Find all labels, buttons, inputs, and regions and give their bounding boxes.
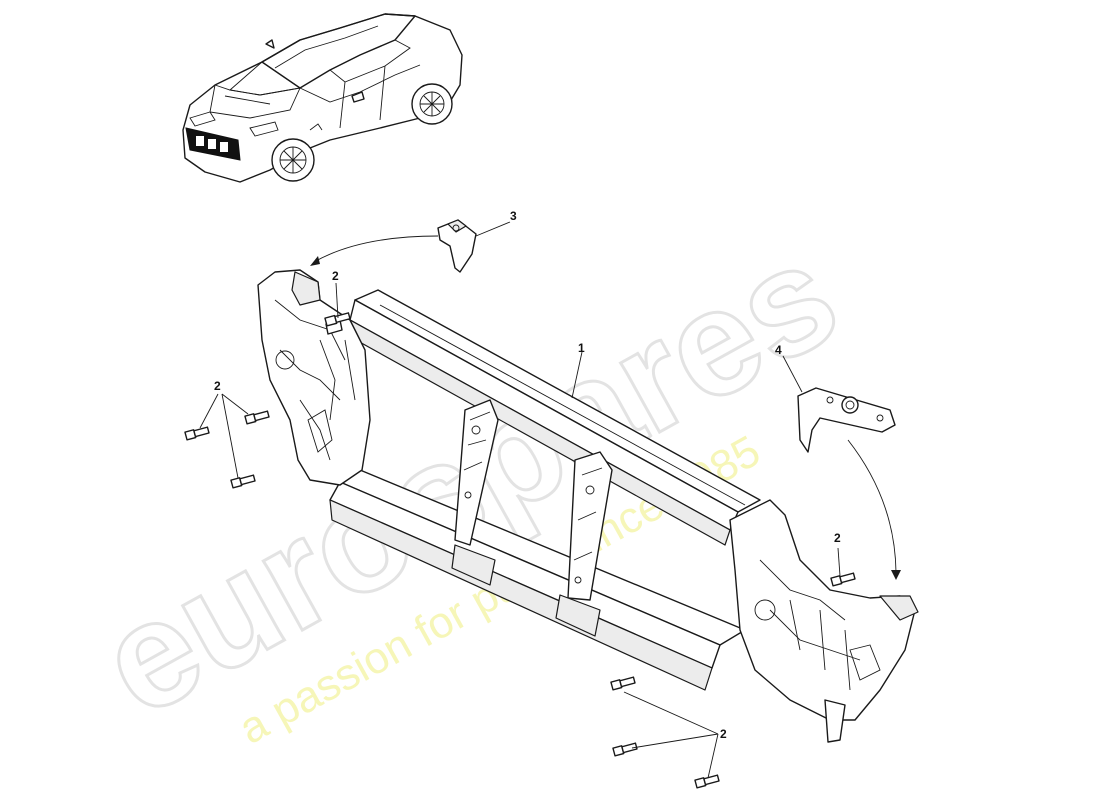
bolt-top xyxy=(324,312,351,327)
bolt-bottom-1 xyxy=(610,676,636,691)
vehicle-location-illustration xyxy=(182,13,463,183)
bracket-part-3 xyxy=(437,219,477,273)
bolt-right xyxy=(830,572,856,587)
front-crash-structure xyxy=(257,269,919,743)
callout-part-2-top: 2 xyxy=(332,269,339,283)
callout-part-3: 3 xyxy=(510,209,517,223)
callout-part-1: 1 xyxy=(578,341,585,355)
callout-part-4: 4 xyxy=(775,343,782,357)
bolt-left-2 xyxy=(184,426,210,441)
bolt-bottom-2 xyxy=(612,742,638,757)
bolt-left-3 xyxy=(230,474,256,489)
callout-part-2-bottom: 2 xyxy=(720,727,727,741)
callout-labels: 1 2 2 2 2 3 4 xyxy=(214,209,841,741)
leader-lines xyxy=(199,221,901,779)
bracket-part-4 xyxy=(797,387,896,453)
bolt-left-1 xyxy=(244,410,270,425)
bolt-bottom-3 xyxy=(694,774,720,789)
bolt-group xyxy=(184,312,856,789)
callout-part-2-left: 2 xyxy=(214,379,221,393)
callout-part-2-right: 2 xyxy=(834,531,841,545)
